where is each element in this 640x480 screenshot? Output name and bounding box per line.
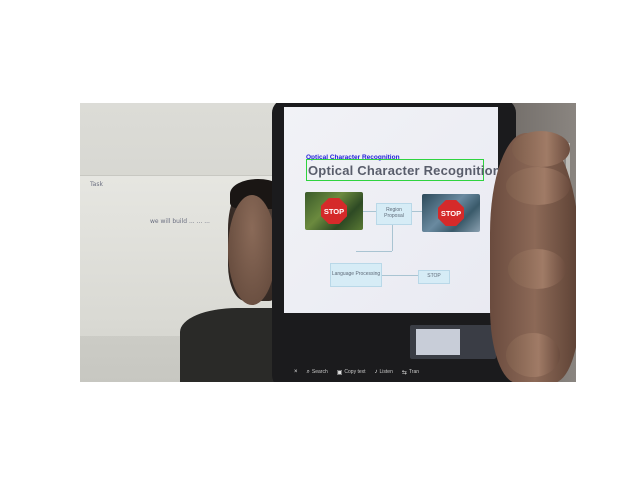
finger: [508, 249, 566, 289]
flow-node-language-processing: Language Processing: [330, 263, 382, 287]
flow-connector: [363, 211, 377, 212]
stop-sign-icon: STOP: [321, 198, 347, 224]
phone-action-bar: × ⌕Search ▣Copy text ♪Listen ⇆Tran: [276, 365, 510, 379]
stop-sign-text: STOP: [440, 208, 462, 218]
listen-label: Listen: [379, 369, 393, 375]
flow-node-stop: STOP: [418, 270, 450, 284]
stop-sign-photo-left: STOP: [305, 192, 363, 230]
translate-icon: ⇆: [401, 369, 407, 376]
flow-connector: [380, 275, 418, 276]
finger: [506, 167, 570, 205]
translate-action[interactable]: ⇆Tran: [402, 369, 419, 376]
search-icon: ⌕: [306, 368, 310, 375]
ocr-detection-label: Optical Character Recognition: [306, 154, 400, 161]
screen-title: Optical Character Recognition: [308, 163, 501, 178]
stop-sign-icon: STOP: [438, 200, 464, 226]
close-icon: ×: [294, 369, 298, 375]
stop-sign-text: STOP: [323, 206, 345, 216]
copy-text-action[interactable]: ▣Copy text: [337, 369, 366, 376]
stop-sign-photo-right: STOP: [422, 194, 480, 232]
ocr-detection-box: [306, 159, 484, 181]
copy-text-label: Copy text: [344, 369, 366, 375]
copy-icon: ▣: [336, 369, 343, 376]
preview-thumbnail-content: [416, 329, 460, 355]
listen-icon: ♪: [374, 369, 378, 375]
camera-photo: Task we will build ... ... ... Optical C…: [80, 103, 576, 382]
whiteboard-note: we will build ... ... ...: [150, 218, 210, 225]
listen-action[interactable]: ♪Listen: [375, 369, 393, 375]
search-label: Search: [311, 369, 328, 375]
flow-connector: [408, 211, 422, 212]
flow-node-region-proposal: Region Proposal: [376, 203, 412, 225]
search-action[interactable]: ⌕Search: [307, 369, 328, 376]
hand-left: [228, 195, 276, 305]
flow-connector: [392, 225, 393, 251]
finger: [506, 333, 560, 377]
flow-connector: [356, 251, 392, 252]
close-action[interactable]: ×: [294, 369, 298, 375]
whiteboard-note: Task: [90, 181, 103, 188]
finger: [512, 131, 570, 167]
translate-label: Tran: [408, 369, 420, 375]
